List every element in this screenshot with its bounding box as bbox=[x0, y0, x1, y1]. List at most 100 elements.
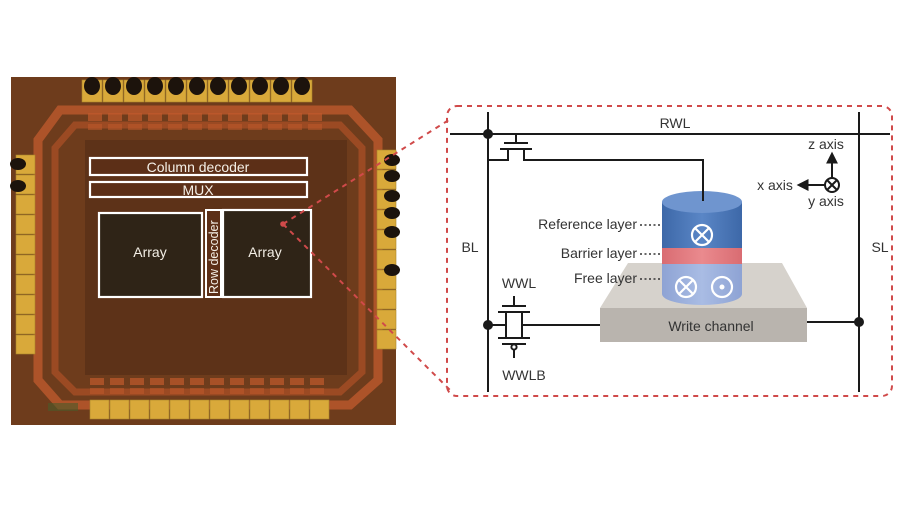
chip-micrograph: Column decoder MUX Array Row decoder Arr… bbox=[10, 77, 400, 425]
y-axis-into-page-icon bbox=[824, 177, 840, 193]
free-layer bbox=[662, 264, 742, 305]
write-transmission-gate bbox=[488, 296, 602, 358]
io-cell bbox=[228, 124, 242, 130]
io-cell bbox=[288, 113, 302, 121]
io-cell bbox=[208, 124, 222, 130]
io-cell bbox=[150, 388, 164, 394]
die-marking bbox=[48, 403, 78, 411]
chip-inner-ring bbox=[51, 121, 366, 396]
io-cell bbox=[308, 113, 322, 121]
junction-bl-write bbox=[483, 320, 493, 330]
io-cell bbox=[250, 378, 264, 385]
bond-pad bbox=[89, 399, 110, 420]
y-axis-label: y axis bbox=[808, 193, 844, 209]
io-cell bbox=[150, 378, 164, 385]
callout-point bbox=[280, 221, 286, 227]
wire-bond bbox=[189, 77, 205, 95]
barrier-layer bbox=[662, 248, 742, 264]
rwl-label: RWL bbox=[660, 115, 691, 131]
io-cell bbox=[130, 388, 144, 394]
io-cell bbox=[288, 124, 302, 130]
bond-pad bbox=[129, 399, 150, 420]
z-axis-label: z axis bbox=[808, 136, 844, 152]
io-cell bbox=[250, 388, 264, 394]
pads-bottom bbox=[89, 399, 330, 420]
free-out-of-page-icon bbox=[710, 275, 734, 299]
mux-block bbox=[88, 180, 309, 199]
wire-bond bbox=[384, 170, 400, 182]
wire-bond bbox=[252, 77, 268, 95]
io-cell bbox=[148, 113, 162, 121]
wire-bond bbox=[384, 190, 400, 202]
io-cell bbox=[170, 388, 184, 394]
bl-label: BL bbox=[461, 239, 478, 255]
column-decoder-block bbox=[88, 156, 309, 177]
circuit-schematic bbox=[450, 112, 890, 392]
bond-pad bbox=[149, 399, 170, 420]
io-cell bbox=[230, 388, 244, 394]
io-cell bbox=[128, 124, 142, 130]
bond-pad bbox=[15, 334, 36, 355]
io-cell bbox=[108, 124, 122, 130]
bond-pad bbox=[15, 214, 36, 235]
mux-label: MUX bbox=[182, 182, 214, 198]
array-left-label: Array bbox=[133, 244, 166, 260]
pads-left bbox=[10, 154, 36, 355]
bond-pad bbox=[109, 399, 130, 420]
io-cell bbox=[88, 113, 102, 121]
callout bbox=[282, 105, 893, 397]
bond-pad bbox=[15, 314, 36, 335]
chip-outer-ring bbox=[33, 105, 383, 410]
io-cell bbox=[190, 378, 204, 385]
bond-pad bbox=[309, 399, 330, 420]
io-cell bbox=[170, 378, 184, 385]
io-cell bbox=[168, 113, 182, 121]
io-cell bbox=[90, 378, 104, 385]
io-cell bbox=[108, 113, 122, 121]
wire-bond bbox=[273, 77, 289, 95]
wire-bond bbox=[10, 180, 26, 192]
io-cell bbox=[110, 388, 124, 394]
bond-pad bbox=[15, 194, 36, 215]
callout-line-top bbox=[282, 117, 453, 225]
free-layer-label: Free layer bbox=[574, 270, 637, 286]
array-right-label: Array bbox=[248, 244, 281, 260]
bond-pad bbox=[376, 329, 397, 350]
callout-box bbox=[446, 105, 893, 397]
wire-bond bbox=[126, 77, 142, 95]
io-cell bbox=[110, 378, 124, 385]
pads-top bbox=[81, 77, 313, 103]
bond-pad bbox=[15, 274, 36, 295]
io-cell bbox=[208, 113, 222, 121]
io-cell bbox=[228, 113, 242, 121]
array-left-block bbox=[97, 211, 204, 299]
io-cell bbox=[270, 378, 284, 385]
io-cell bbox=[268, 113, 282, 121]
wire-bond bbox=[105, 77, 121, 95]
bond-pad bbox=[269, 399, 290, 420]
wire-bond bbox=[210, 77, 226, 95]
read-transistor bbox=[488, 134, 704, 200]
wire-bond bbox=[84, 77, 100, 95]
bond-pad bbox=[249, 399, 270, 420]
io-cell bbox=[248, 124, 262, 130]
row-decoder-label: Row decoder bbox=[207, 220, 221, 294]
io-cell bbox=[248, 113, 262, 121]
array-right-block bbox=[221, 208, 313, 299]
bond-pad bbox=[376, 309, 397, 330]
wire-bond bbox=[231, 77, 247, 95]
bond-pad bbox=[15, 234, 36, 255]
write-channel-front bbox=[600, 308, 807, 342]
wire-bond bbox=[147, 77, 163, 95]
coordinate-axes: z axis x axis y axis bbox=[757, 136, 844, 209]
junction-sl-write bbox=[854, 317, 864, 327]
sl-label: SL bbox=[871, 239, 888, 255]
x-axis-label: x axis bbox=[757, 177, 793, 193]
bond-pad bbox=[289, 399, 310, 420]
wire-bond bbox=[294, 77, 310, 95]
bond-pad bbox=[229, 399, 250, 420]
io-cell bbox=[310, 378, 324, 385]
io-cells-bottom bbox=[90, 378, 324, 394]
wire-bond bbox=[384, 264, 400, 276]
out-of-page-dot bbox=[719, 284, 725, 290]
